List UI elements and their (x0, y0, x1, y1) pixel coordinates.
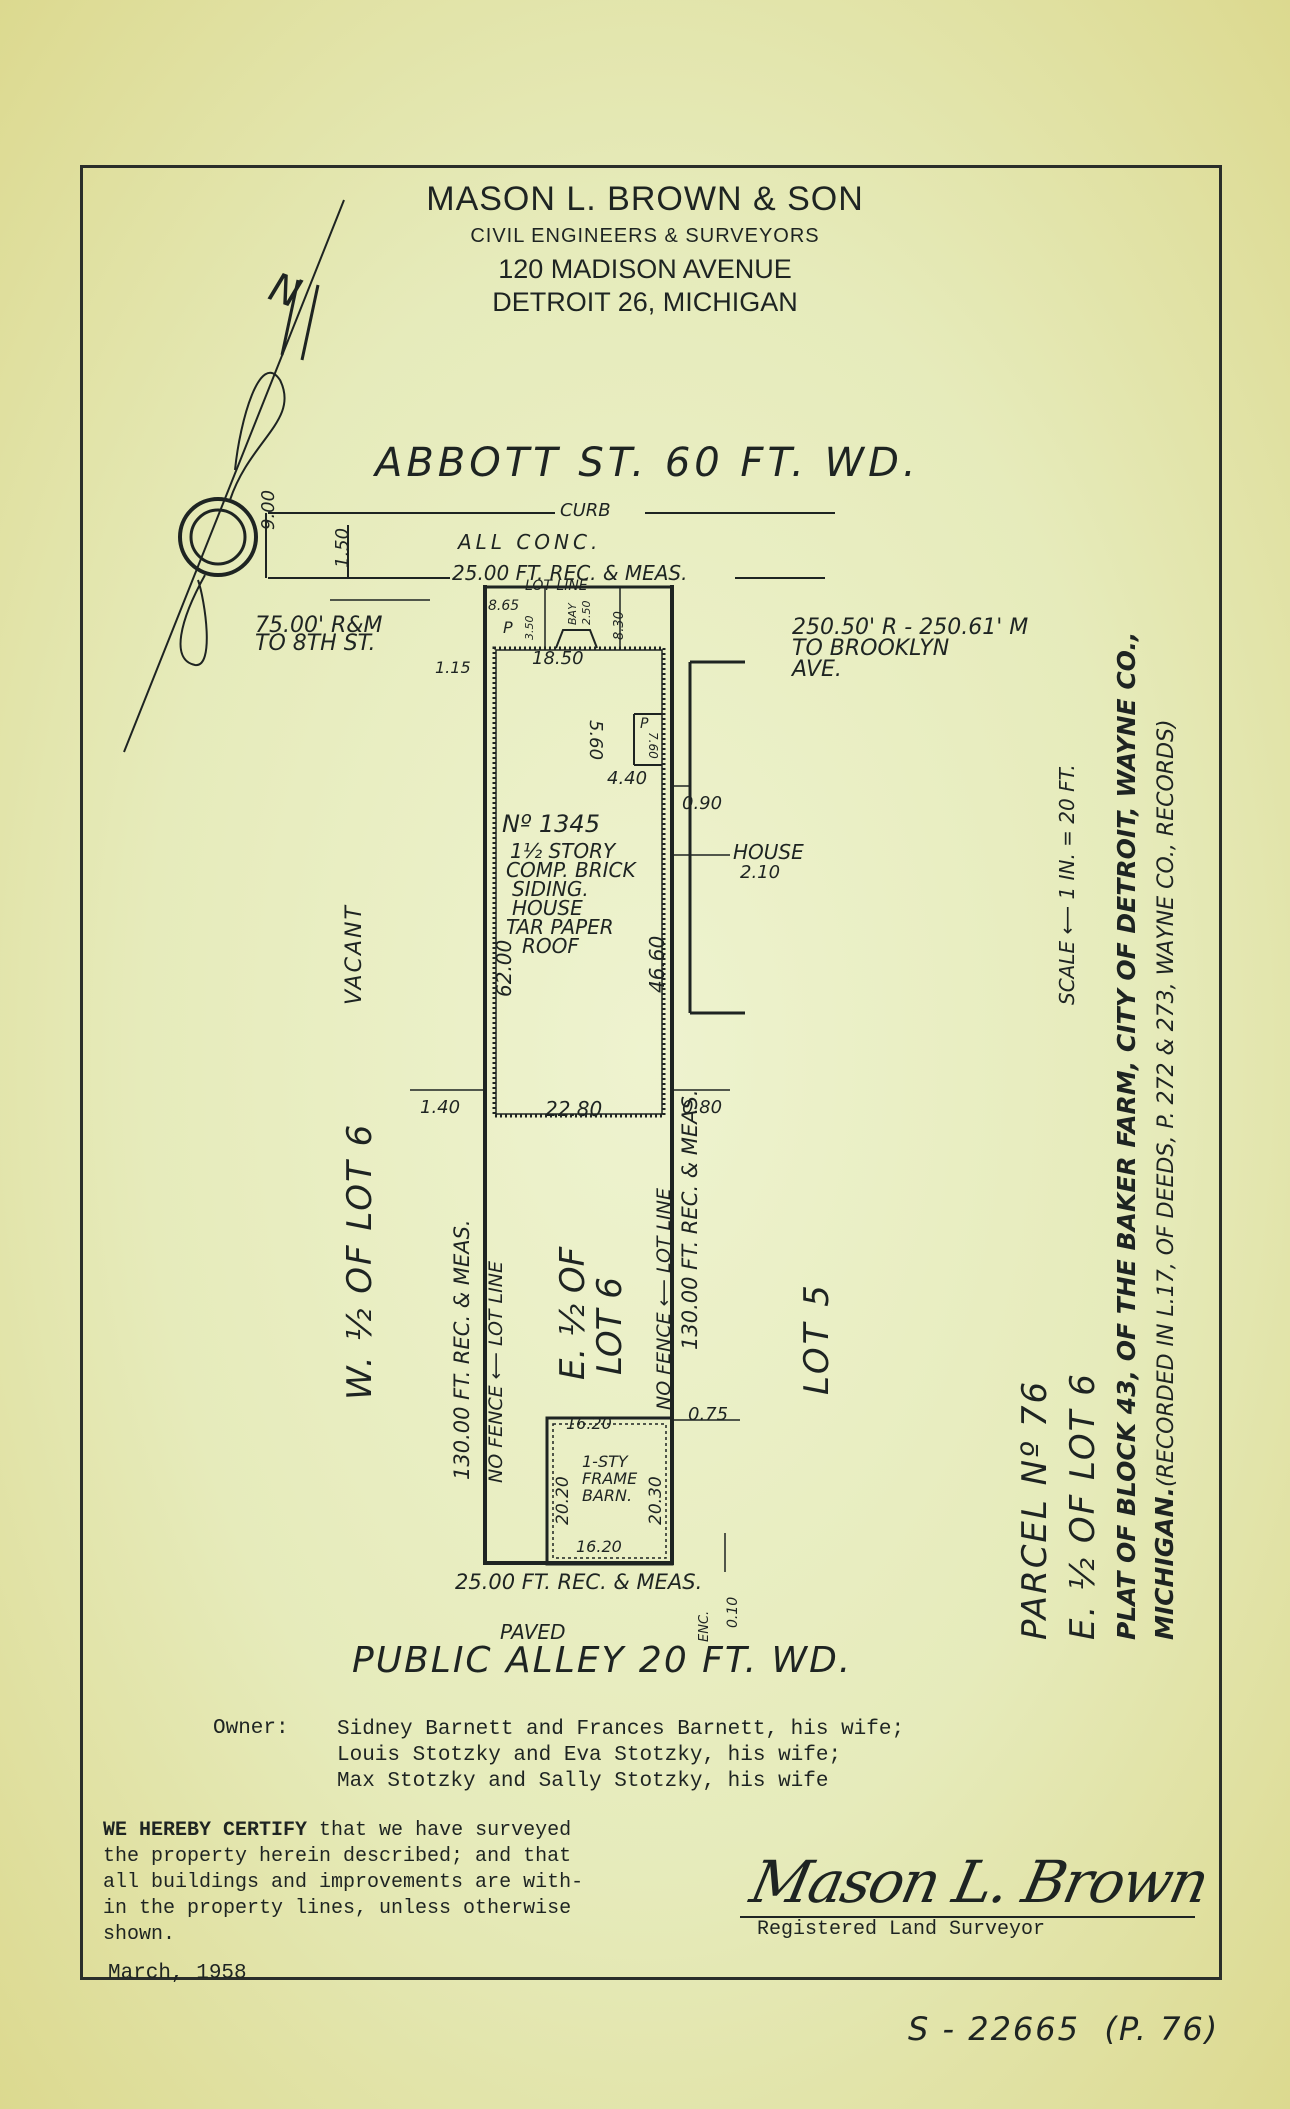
dim-1-40: 1.40 (420, 1097, 461, 1118)
subject-lot-label-1: E. ½ OF (553, 1246, 593, 1380)
lot-line-label: LOT LINE (525, 578, 588, 594)
owner-list: Sidney Barnett and Frances Barnett, his … (337, 1717, 904, 1795)
east-lot-label: LOT 5 (797, 1282, 837, 1395)
p-small: P (503, 618, 513, 637)
dim-9-00: 9.00 (258, 489, 279, 530)
dim-0-75: 0.75 (688, 1404, 729, 1425)
dim-8-65: 8.65 (488, 598, 520, 614)
vacant-label: VACANT (342, 904, 367, 1005)
dim-4-40: 4.40 (607, 768, 648, 789)
dim-0-90: 0.90 (682, 793, 723, 814)
barn-line-3: BARN. (582, 1486, 633, 1505)
barn-outline (545, 1416, 674, 1566)
parcel-description: E. ½ OF LOT 6 (1063, 1372, 1103, 1640)
east-distance: 250.50' R - 250.61' M TO BROOKLYN AVE. (792, 615, 1029, 682)
dim-1-50: 1.50 (332, 527, 353, 568)
firm-name: MASON L. BROWN & SON (426, 180, 864, 218)
owner-label: Owner: (213, 1717, 289, 1740)
owner-line-3: Max Stotzky and Sally Stotzky, his wife (337, 1770, 829, 1793)
street-south: PUBLIC ALLEY 20 FT. WD. (352, 1640, 853, 1681)
dim-18-50: 18.50 (532, 648, 584, 669)
north-arrow-circle (178, 497, 258, 577)
dim-16-20-bottom: 16.20 (576, 1537, 622, 1556)
p-small-dim: 3.50 (523, 615, 536, 641)
survey-date: March, 1958 (108, 1962, 247, 1985)
dim-1-15: 1.15 (435, 658, 471, 677)
dim-46-60: 46.60 (645, 935, 669, 993)
p-right: P (640, 716, 649, 732)
firm-profession: CIVIL ENGINEERS & SURVEYORS (470, 225, 820, 247)
subject-lot-label-2: LOT 6 (590, 1277, 630, 1375)
barn-line-2: FRAME (582, 1469, 638, 1488)
enc-label: ENC. (697, 1610, 712, 1642)
dim-8-30: 8.30 (612, 611, 627, 640)
dim-0-80: 0.80 (682, 1097, 723, 1118)
parcel-number: PARCEL Nº 76 (1015, 1379, 1055, 1640)
west-side-dim: 130.00 FT. REC. & MEAS. (450, 1219, 474, 1480)
north-arrow-mark (280, 279, 320, 361)
curb-label: CURB (560, 500, 611, 521)
dim-16-20-top: 16.20 (566, 1414, 612, 1433)
firm-street: 120 MADISON AVENUE (498, 254, 792, 284)
dim-20-30: 20.30 (646, 1476, 666, 1525)
certification-text: WE HEREBY CERTIFY that we have surveyed … (103, 1818, 583, 1948)
certification-line-2: the property herein described; and that (103, 1845, 572, 1868)
bottom-lot-dim: 25.00 FT. REC. & MEAS. (455, 1570, 703, 1594)
north-arrow-shaft (123, 199, 345, 753)
house-label: Nº 1345 1½ STORY COMP. BRICK SIDING. HOU… (502, 810, 636, 958)
dim-5-60: 5.60 (585, 720, 606, 761)
surveyor-title: Registered Land Surveyor (757, 1918, 1046, 1941)
bay-dim: 2.50 (580, 600, 593, 626)
house-line-5: TAR PAPER (506, 915, 614, 939)
neighbor-house-label: HOUSE (733, 840, 804, 864)
parcel-plat-line: PLAT OF BLOCK 43, OF THE BAKER FARM, CIT… (1112, 631, 1141, 1640)
enc-dim: 0.10 (725, 1596, 741, 1628)
scale-note: SCALE ⟵ 1 IN. = 20 FT. (1055, 764, 1079, 1005)
parcel-record-ref: (RECORDED IN L.17, OF DEEDS, P. 272 & 27… (1154, 719, 1179, 1487)
certification-line-3: all buildings and improvements are with- (103, 1871, 584, 1894)
house-line-1: 1½ STORY (510, 839, 616, 863)
house-outline (492, 646, 666, 1118)
parcel-state-bold: MICHIGAN. (1150, 1486, 1179, 1640)
owner-line-1: Sidney Barnett and Frances Barnett, his … (337, 1718, 905, 1741)
street-north: ABBOTT ST. 60 FT. WD. (375, 440, 920, 486)
west-fence-note: NO FENCE ⟵ LOT LINE (485, 1261, 507, 1483)
dim-22-80: 22.80 (545, 1097, 603, 1121)
barn-line-1: 1-STY (582, 1452, 628, 1471)
parcel-state-line: MICHIGAN.(RECORDED IN L.17, OF DEEDS, P.… (1150, 719, 1179, 1640)
firm-header: MASON L. BROWN & SON CIVIL ENGINEERS & S… (0, 180, 1290, 318)
street-south-paved: PAVED (500, 1620, 566, 1644)
certification-bold: WE HEREBY CERTIFY (103, 1819, 308, 1842)
bay-label: BAY (566, 603, 579, 625)
barn-label: 1-STY FRAME BARN. (582, 1453, 637, 1504)
firm-city: DETROIT 26, MICHIGAN (492, 287, 798, 317)
top-lot-dim: 25.00 FT. REC. & MEAS. (452, 561, 688, 585)
west-lot-label: W. ½ OF LOT 6 (340, 1122, 380, 1400)
house-line-4: HOUSE (512, 896, 583, 920)
house-number: Nº 1345 (502, 810, 600, 838)
house-line-6: ROOF (522, 934, 579, 958)
west-distance: 75.00' R&M TO 8TH ST. (255, 613, 383, 656)
all-conc-label: ALL CONC. (458, 530, 602, 554)
east-side-dim: 130.00 FT. REC. & MEAS. (678, 1089, 702, 1350)
survey-border (80, 165, 1222, 1980)
house-line-2: COMP. BRICK (506, 858, 636, 882)
owner-line-2: Louis Stotzky and Eva Stotzky, his wife; (337, 1744, 842, 1767)
neighbor-house-dist: 2.10 (740, 862, 781, 883)
dim-20-20: 20.20 (553, 1476, 573, 1525)
house-line-3: SIDING. (512, 877, 589, 901)
p-right-dim: 7.60 (646, 732, 660, 759)
surveyor-signature: Mason L. Brown (744, 1848, 1214, 1916)
east-fence-note: NO FENCE ⟵ LOT LINE (653, 1188, 675, 1410)
certification-line-5: shown. (103, 1923, 176, 1946)
file-number: S - 22665 (P. 76) (908, 2010, 1220, 2048)
certification-line-1: that we have surveyed (307, 1819, 572, 1842)
certification-line-4: in the property lines, unless otherwise (103, 1897, 572, 1920)
